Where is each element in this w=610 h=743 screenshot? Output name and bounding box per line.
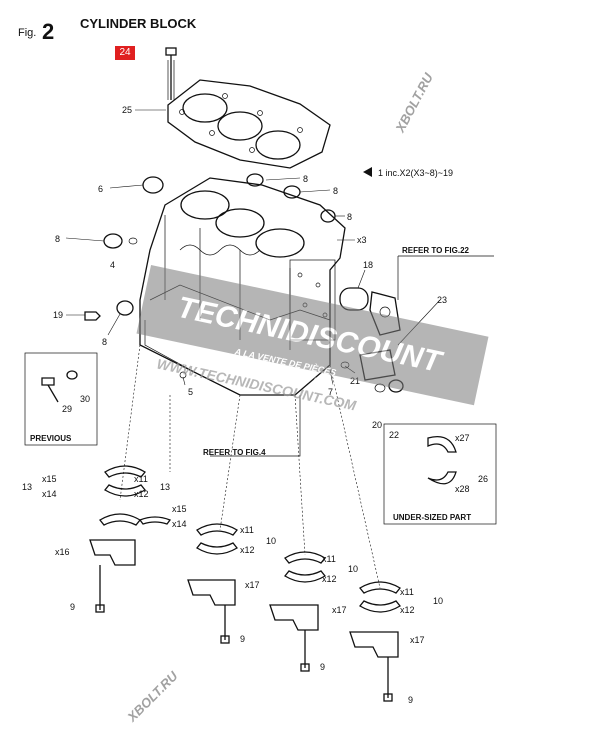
label-x17a: x17 (245, 580, 260, 590)
bearing-mid2 (269, 551, 326, 672)
label-29: 29 (62, 404, 72, 414)
fig-prefix: Fig. (18, 27, 36, 39)
label-x12b: x12 (240, 545, 255, 555)
label-26: 26 (478, 474, 488, 484)
label-22: 22 (389, 430, 399, 440)
label-4: 4 (110, 260, 115, 270)
label-23: 23 (437, 295, 447, 305)
label-x16: x16 (55, 547, 70, 557)
label-20: 20 (372, 420, 382, 430)
label-x14a: x14 (42, 489, 57, 499)
label-x11a: x11 (134, 474, 148, 484)
badge-24: 24 (115, 46, 135, 60)
label-18: 18 (363, 260, 373, 270)
label-10b: 10 (348, 564, 358, 574)
arrow-icon (363, 167, 372, 177)
refer-fig4: REFER TO FIG.4 (203, 448, 266, 457)
label-x11b: x11 (240, 525, 254, 535)
undersized-label: UNDER-SIZED PART (393, 513, 471, 522)
label-8b: 8 (333, 186, 338, 196)
label-9d: 9 (408, 695, 413, 705)
label-8c: 8 (347, 212, 352, 222)
refer-fig22: REFER TO FIG.22 (402, 246, 470, 255)
label-13a: 13 (22, 482, 32, 492)
label-x28: x28 (455, 484, 470, 494)
fig-number: 2 (42, 19, 54, 44)
label-30: 30 (80, 394, 90, 404)
label-10a: 10 (266, 536, 276, 546)
label-13b: 13 (160, 482, 170, 492)
note-text: 1 inc.X2(X3~8)~19 (378, 168, 453, 178)
head-bolt (165, 47, 177, 100)
label-x27: x27 (455, 433, 470, 443)
label-19: 19 (53, 310, 63, 320)
label-x15a: x15 (42, 474, 57, 484)
label-x15b: x15 (172, 504, 187, 514)
label-x12c: x12 (322, 574, 337, 584)
label-x12d: x12 (400, 605, 415, 615)
label-x11d: x11 (400, 587, 414, 597)
label-9b: 9 (240, 634, 245, 644)
label-x12a: x12 (134, 489, 149, 499)
bearing-mid1 (187, 523, 238, 644)
label-8d: 8 (55, 234, 60, 244)
label-21: 21 (350, 376, 360, 386)
previous-box: PREVIOUS (24, 352, 98, 446)
label-25: 25 (122, 105, 132, 115)
label-x14b: x14 (172, 519, 187, 529)
undersized-box: UNDER-SIZED PART (383, 423, 497, 525)
label-6: 6 (98, 184, 103, 194)
label-x3: x3 (357, 235, 367, 245)
label-7: 7 (328, 387, 333, 397)
bearing-right (349, 581, 401, 702)
previous-label: PREVIOUS (30, 434, 72, 443)
bearing-left (89, 465, 172, 613)
label-8e: 8 (102, 337, 107, 347)
label-x11c: x11 (322, 554, 336, 564)
label-9a: 9 (70, 602, 75, 612)
watermark-xbolt-bottom: XBOLT.RU (124, 668, 181, 725)
page-title: CYLINDER BLOCK (80, 16, 197, 31)
head-gasket (167, 79, 331, 169)
watermark-technidiscount: TECHNIDISCOUNT A LA VENTE DE PIÈCES DÉTA… (136, 265, 489, 406)
label-9c: 9 (320, 662, 325, 672)
label-x17c: x17 (410, 635, 425, 645)
label-10c: 10 (433, 596, 443, 606)
label-5: 5 (188, 387, 193, 397)
label-x17b: x17 (332, 605, 347, 615)
watermark-xbolt-top: XBOLT.RU (392, 70, 436, 135)
label-8a: 8 (303, 174, 308, 184)
